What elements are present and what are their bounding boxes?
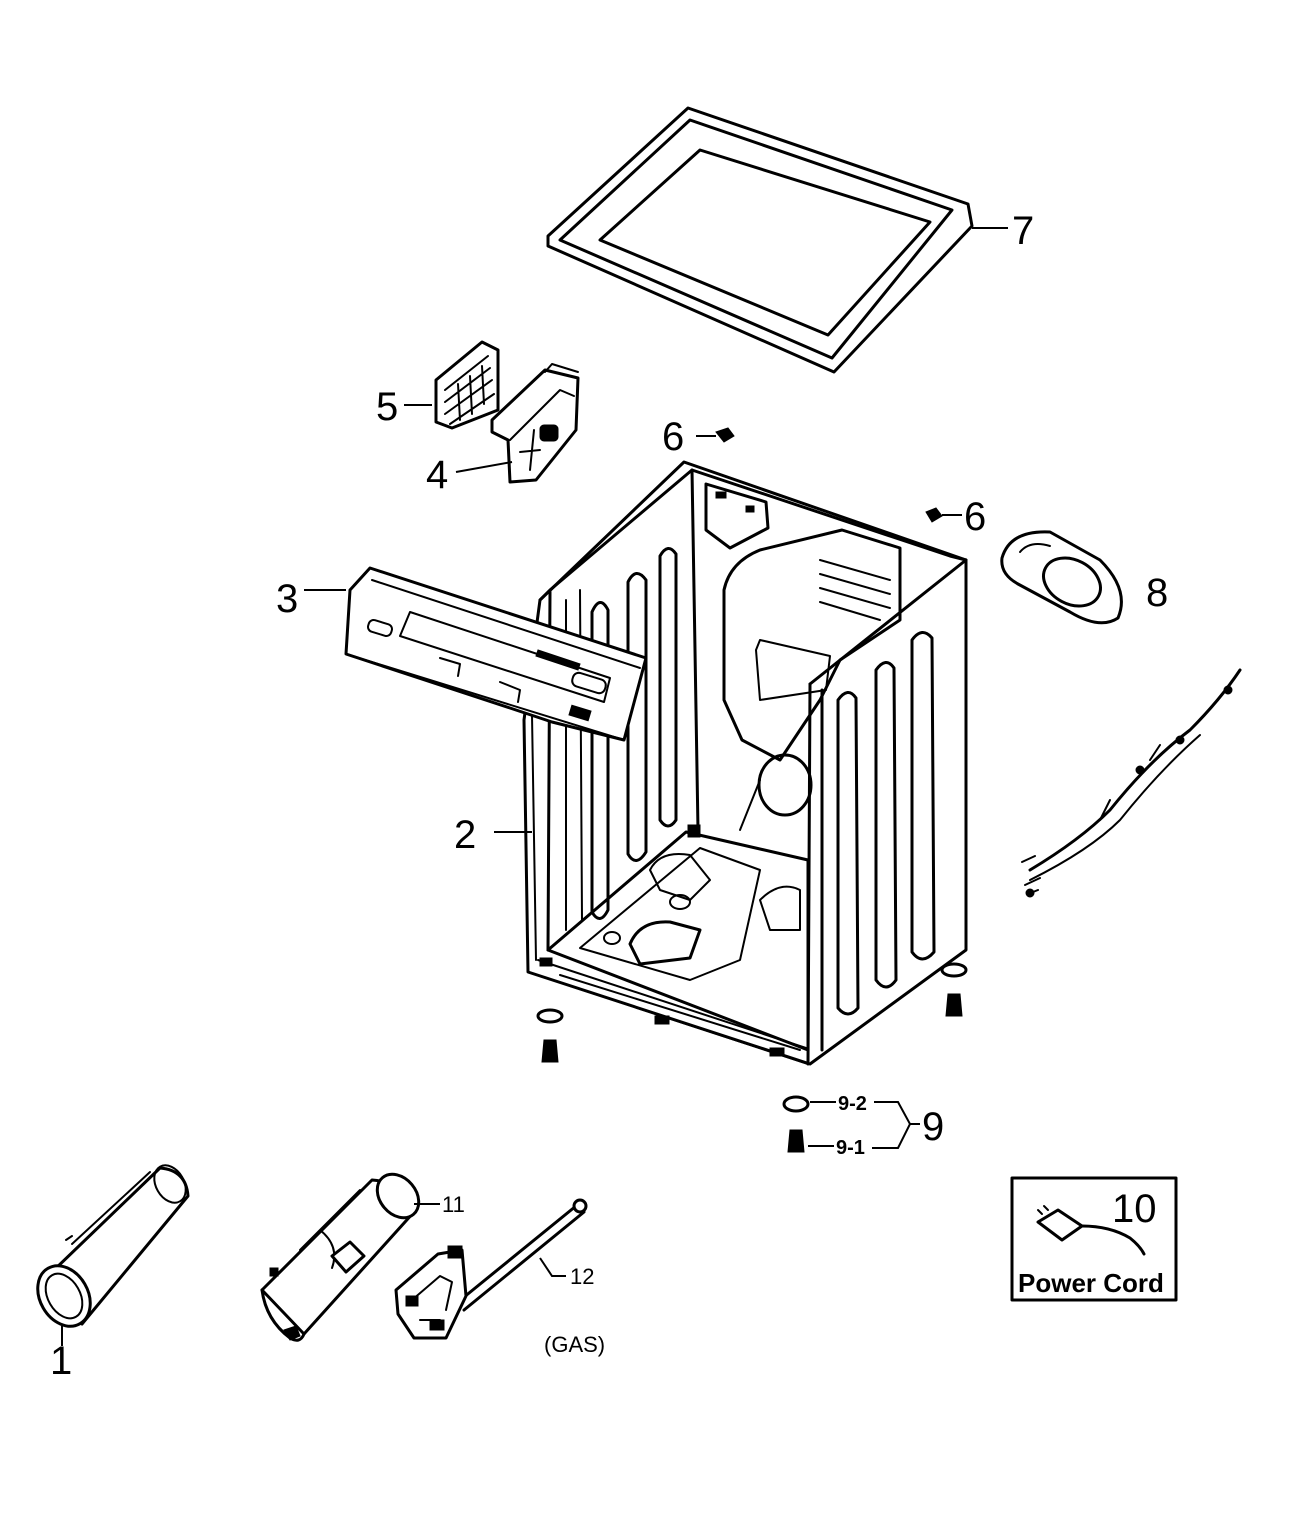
part-4-filter-housing bbox=[490, 363, 580, 484]
label-3: 3 bbox=[276, 577, 298, 621]
part-2-cabinet bbox=[522, 460, 968, 1066]
label-7: 7 bbox=[1012, 209, 1034, 253]
part-3-control-panel-frame bbox=[344, 566, 648, 742]
part-7-top-cover bbox=[546, 106, 974, 374]
label-9-2: 9-2 bbox=[838, 1093, 867, 1115]
leader-12 bbox=[539, 1257, 566, 1277]
label-9-1: 9-1 bbox=[836, 1137, 865, 1159]
label-12: 12 bbox=[570, 1264, 594, 1289]
gas-note: (GAS) bbox=[544, 1332, 605, 1357]
part-10-power-cord-box bbox=[1010, 1176, 1178, 1302]
part-1-duct bbox=[36, 1164, 190, 1328]
label-6b: 6 bbox=[964, 495, 986, 539]
part-9-1-foot-screw bbox=[787, 1129, 805, 1153]
label-9: 9 bbox=[922, 1105, 944, 1149]
label-4: 4 bbox=[426, 453, 448, 497]
part-9-foot-left bbox=[536, 1008, 564, 1063]
part-5-filter-grille bbox=[434, 340, 500, 430]
part-6-screw-b bbox=[925, 507, 943, 523]
part-9-foot-right bbox=[940, 962, 968, 1017]
label-2: 2 bbox=[454, 813, 476, 857]
bracket-9 bbox=[872, 1101, 920, 1149]
label-10: 10 bbox=[1112, 1187, 1157, 1231]
leader-4 bbox=[455, 461, 513, 473]
power-cord-label: Power Cord bbox=[1018, 1268, 1164, 1298]
label-11: 11 bbox=[442, 1192, 465, 1217]
part-11-combustion-chamber bbox=[260, 1172, 421, 1342]
part-8-door-ring bbox=[1000, 530, 1123, 625]
part-12-gas-valve-assembly bbox=[394, 1198, 588, 1340]
part-9-2-foot-pad bbox=[782, 1095, 810, 1113]
label-5: 5 bbox=[376, 385, 398, 429]
label-6a: 6 bbox=[662, 415, 684, 459]
part-6-screw-a bbox=[715, 427, 735, 443]
wire-harness bbox=[1021, 668, 1242, 898]
label-8: 8 bbox=[1146, 571, 1168, 615]
label-1: 1 bbox=[50, 1339, 72, 1383]
